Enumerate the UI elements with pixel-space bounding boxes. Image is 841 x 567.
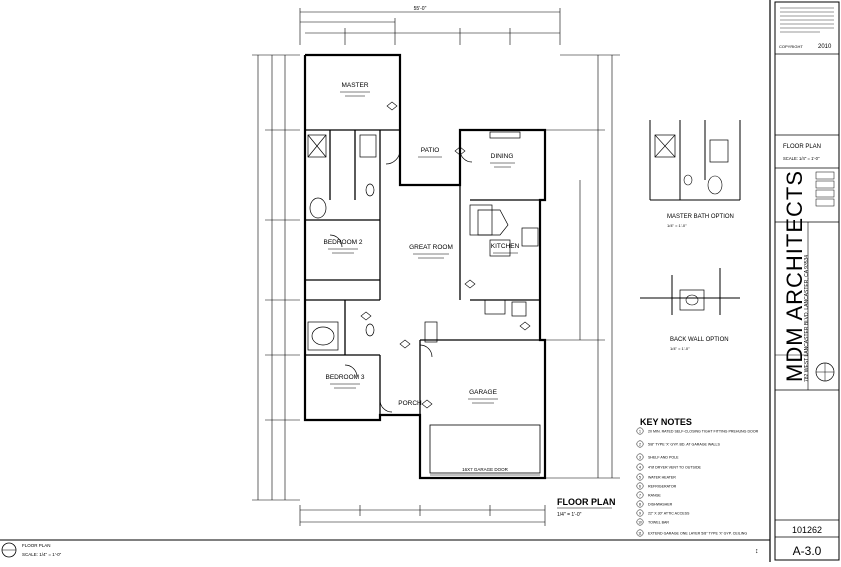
title-block-frame — [774, 1, 840, 561]
master-bath-option-title: MASTER BATH OPTION — [667, 214, 734, 220]
plan-title: FLOOR PLAN — [557, 497, 616, 507]
left-dimensions — [252, 54, 300, 501]
svg-text:TOWEL BAR: TOWEL BAR — [648, 521, 669, 525]
copyright-year: 2010 — [818, 44, 832, 50]
svg-text:4"Ø DRYER VENT TO OUTSIDE: 4"Ø DRYER VENT TO OUTSIDE — [648, 466, 702, 470]
svg-text:2: 2 — [639, 443, 641, 447]
room-bedroom2: BEDROOM 2 — [323, 239, 362, 246]
copyright-fine-print — [780, 7, 834, 33]
master-bath-option-scale: 1/4" = 1'-0" — [667, 223, 687, 228]
key-notes-title: KEY NOTES — [640, 417, 692, 427]
svg-text:10: 10 — [638, 521, 642, 525]
top-dimensions — [299, 8, 561, 45]
bottom-label: FLOOR PLAN — [22, 543, 51, 548]
doors — [329, 149, 473, 413]
svg-text:9: 9 — [639, 512, 641, 516]
svg-text:RANGE: RANGE — [648, 494, 661, 498]
svg-text:EXTEND GARAGE ONE LAYER 5/8" T: EXTEND GARAGE ONE LAYER 5/8" TYPE 'X' GY… — [648, 532, 747, 536]
tb-sheet-title: FLOOR PLAN — [783, 144, 821, 150]
master-bath-option-detail — [649, 120, 741, 201]
room-garage: GARAGE — [469, 389, 497, 396]
bottom-scale: SCALE: 1/4" = 1'-0" — [22, 552, 62, 557]
svg-text:8: 8 — [639, 503, 641, 507]
svg-text:5: 5 — [639, 476, 641, 480]
room-dimension-marks — [328, 91, 518, 404]
right-dimensions — [545, 54, 620, 479]
key-note-item: 8 DISHWASHER — [636, 500, 673, 508]
room-kitchen: KITCHEN — [491, 243, 520, 250]
exterior-walls — [303, 53, 547, 480]
copyright-label: COPYRIGHT — [779, 44, 803, 49]
svg-text:20 MIN. RATED SELF-CLOSING TIG: 20 MIN. RATED SELF-CLOSING TIGHT FITTING… — [648, 430, 759, 434]
room-great-room: GREAT ROOM — [409, 244, 453, 251]
key-note-item: 2 5/8" TYPE 'X' GYP. BD. AT GARAGE WALLS — [636, 440, 721, 448]
room-master: MASTER — [341, 82, 368, 89]
key-note-item: 5 WATER HEATER — [636, 473, 676, 481]
garage-door-label: 16X7 GARAGE DOOR — [462, 467, 509, 472]
overall-width-dim: 55'-0" — [414, 6, 427, 12]
tb-sheet-number: A-3.0 — [793, 544, 822, 558]
svg-text:4: 4 — [639, 466, 641, 470]
key-note-item: 4 4"Ø DRYER VENT TO OUTSIDE — [636, 463, 702, 471]
key-note-item: 10 TOWEL BAR — [636, 518, 669, 526]
svg-text:REFRIGERATOR: REFRIGERATOR — [648, 485, 677, 489]
key-note-item: 3 SHELF AND POLE — [636, 453, 679, 461]
svg-text:3: 3 — [639, 456, 641, 460]
plan-scale: 1/4" = 1'-0" — [557, 512, 582, 518]
key-notes-list: 1 20 MIN. RATED SELF-CLOSING TIGHT FITTI… — [636, 427, 759, 537]
tb-job-number: 101262 — [792, 525, 822, 535]
room-porch: PORCH — [398, 400, 422, 407]
room-patio: PATIO — [421, 147, 440, 154]
key-note-item: 9 22" X 30" ATTIC ACCESS — [636, 509, 690, 517]
svg-text:11: 11 — [638, 532, 642, 536]
key-note-item: 7 RANGE — [636, 491, 661, 499]
svg-text:DISHWASHER: DISHWASHER — [648, 503, 673, 507]
bottom-dimensions — [299, 505, 546, 526]
fixtures — [307, 131, 539, 351]
back-wall-option-scale: 1/4" = 1'-0" — [670, 346, 690, 351]
key-note-item: 11 EXTEND GARAGE ONE LAYER 5/8" TYPE 'X'… — [636, 529, 747, 537]
key-note-markers — [360, 101, 531, 409]
back-wall-option-detail — [640, 268, 740, 315]
svg-text:7: 7 — [639, 494, 641, 498]
svg-text:WATER HEATER: WATER HEATER — [648, 476, 676, 480]
key-note-item: 6 REFRIGERATOR — [636, 482, 677, 490]
north-arrow-icon: ↕ — [755, 548, 759, 555]
room-bedroom3: BEDROOM 3 — [325, 374, 364, 381]
svg-text:5/8" TYPE 'X' GYP. BD. AT GARA: 5/8" TYPE 'X' GYP. BD. AT GARAGE WALLS — [648, 443, 721, 447]
tb-firm-address: 782 WEST LANCASTER BLVD. LANCASTER, CA 9… — [804, 254, 810, 382]
svg-text:1: 1 — [639, 430, 641, 434]
svg-text:SHELF AND POLE: SHELF AND POLE — [648, 456, 679, 460]
svg-text:22" X 30" ATTIC ACCESS: 22" X 30" ATTIC ACCESS — [648, 512, 690, 516]
svg-text:6: 6 — [639, 485, 641, 489]
tb-scale: SCALE: 1/4" = 1'-0" — [783, 156, 820, 161]
back-wall-option-title: BACK WALL OPTION — [670, 337, 729, 343]
key-note-item: 1 20 MIN. RATED SELF-CLOSING TIGHT FITTI… — [636, 427, 759, 435]
garage-door — [429, 424, 541, 474]
room-dining: DINING — [491, 153, 514, 160]
